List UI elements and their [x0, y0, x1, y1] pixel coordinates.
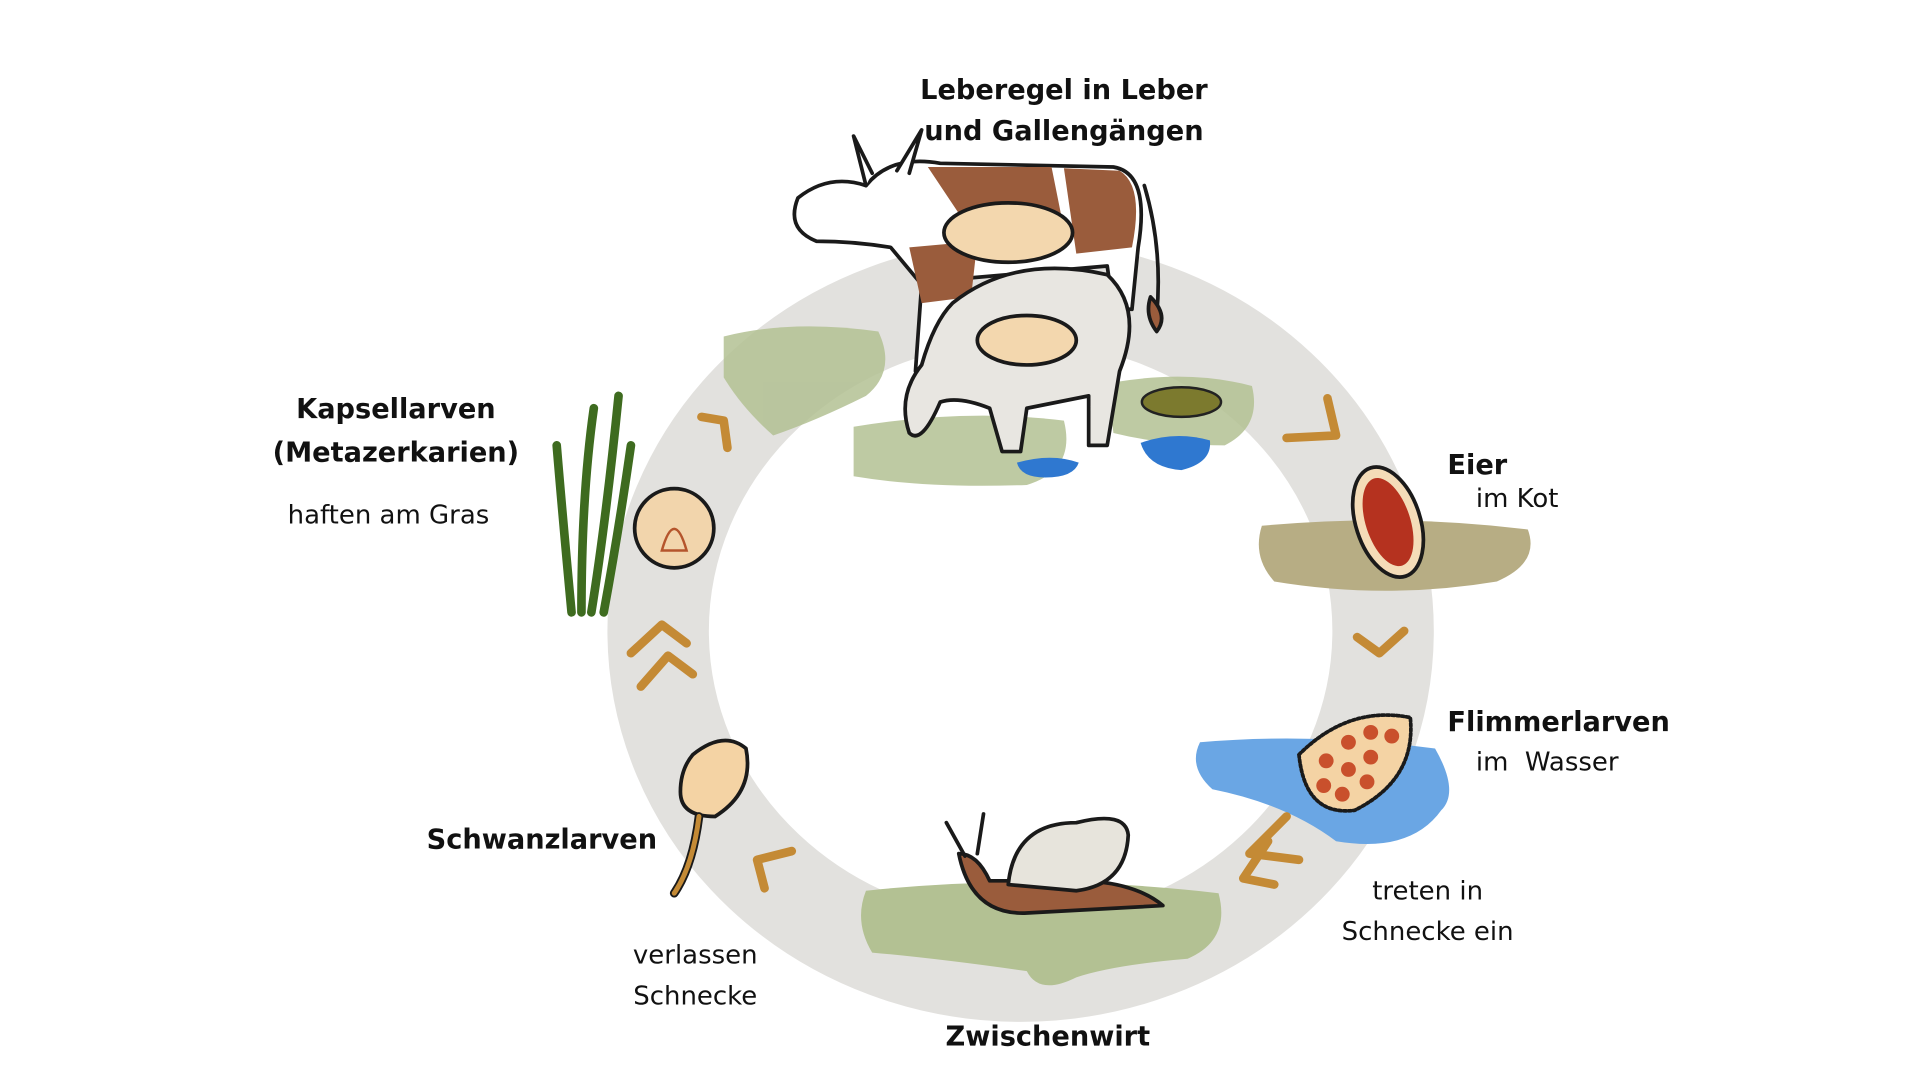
arrow-chevron — [1238, 836, 1279, 889]
dung-pile — [1140, 385, 1223, 419]
arrow-chevron — [697, 412, 732, 453]
arrow-chevron — [1282, 394, 1341, 443]
label-enter-line2: Schnecke ein — [1342, 917, 1514, 947]
arrow-chevron — [752, 846, 797, 893]
label-cercariae-title: Schwanzlarven — [427, 825, 657, 856]
arrow-chevron — [1245, 812, 1304, 865]
label-metacercariae-title: Kapsellarven — [296, 394, 496, 425]
metacercaria-illustration — [632, 486, 716, 570]
label-adult-line1: Leberegel in Leber — [920, 75, 1208, 106]
miracidium-illustration — [1297, 713, 1413, 813]
egg-illustration — [1350, 465, 1426, 579]
label-adult-line2: und Gallengängen — [924, 116, 1203, 147]
water-puddle — [1016, 436, 1211, 478]
sheep-illustration — [903, 266, 1132, 454]
label-miracidia-sub: im Wasser — [1476, 748, 1619, 778]
arrow-chevron — [626, 620, 691, 658]
cow-illustration — [792, 128, 1164, 373]
grass-stalks-illustration — [552, 391, 636, 617]
label-metacercariae-sub: haften am Gras — [288, 500, 490, 530]
cycle-arrows — [626, 394, 1409, 893]
label-metacercariae-title2: (Metazerkarien) — [273, 437, 519, 468]
arrow-chevron — [1352, 626, 1409, 658]
cercaria-illustration — [669, 738, 750, 898]
label-eggs-sub: im Kot — [1476, 484, 1559, 514]
label-enter-line1: treten in — [1372, 876, 1483, 906]
label-miracidia-title: Flimmerlarven — [1447, 707, 1669, 738]
label-leave-line2: Schnecke — [633, 982, 757, 1012]
label-intermediate-host: Zwischenwirt — [946, 1021, 1151, 1052]
arrow-chevron — [636, 651, 698, 691]
label-eggs-title: Eier — [1447, 450, 1507, 481]
label-leave-line1: verlassen — [633, 941, 758, 971]
snail-illustration — [944, 812, 1165, 915]
